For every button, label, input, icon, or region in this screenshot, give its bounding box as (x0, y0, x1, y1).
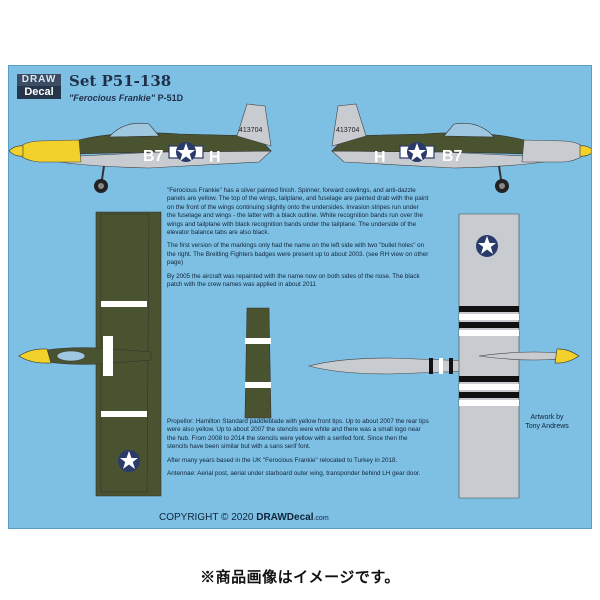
notes-text: Propellor: Hamilton Standard paddleblade… (167, 418, 429, 483)
decal-sheet: DRAW Decal Set P51-138 "Ferocious Franki… (8, 65, 592, 529)
description-text: "Ferocious Frankie" has a silver painted… (167, 187, 429, 294)
code-letters-right-b: B7 (442, 148, 463, 165)
description-paragraph: "Ferocious Frankie" has a silver painted… (167, 187, 429, 237)
right-profile-view: 413704 H B7 (331, 103, 591, 193)
underside-plan-view (458, 213, 580, 499)
copyright-prefix: COPYRIGHT © 2020 (159, 512, 254, 523)
description-paragraph: By 2005 the aircraft was repainted with … (167, 272, 420, 289)
code-letters-left-a: B7 (143, 148, 164, 165)
notes-paragraph: Propellor: Hamilton Standard paddleblade… (167, 418, 429, 451)
image-caption: ※商品画像はイメージです。 (200, 569, 400, 586)
logo-top-text: DRAW (17, 74, 61, 86)
copyright-domain: .com (313, 515, 329, 522)
artwork-credit: Artwork by Tony Andrews (509, 413, 585, 431)
tail-serial-right: 413704 (336, 127, 359, 134)
set-title: Set P51-138 (69, 72, 172, 90)
notes-paragraph: Antennae: Aerial post, aerial under star… (167, 470, 421, 478)
aircraft-model: P-51D (157, 93, 184, 103)
left-profile-view: 413704 B7 H (9, 103, 272, 193)
copyright-brand: DRAWDecal (256, 512, 314, 523)
subtitle: "Ferocious Frankie" P-51D (69, 93, 183, 103)
logo-bottom-text: Decal (17, 86, 61, 99)
top-plan-view (17, 211, 162, 497)
tailplane-top-view (244, 307, 272, 419)
underside-fuselage-view (307, 357, 500, 375)
credit-line: Artwork by (530, 414, 564, 421)
drawdecal-logo: DRAW Decal (17, 74, 61, 100)
code-letters-left-b: H (209, 149, 221, 166)
aircraft-name: "Ferocious Frankie" (69, 93, 156, 103)
credit-name: Tony Andrews (525, 423, 569, 430)
tail-serial-left: 413704 (239, 127, 262, 134)
description-paragraph: The first version of the markings only h… (167, 242, 429, 267)
notes-paragraph: After many years based in the UK "Feroci… (167, 456, 398, 464)
copyright-line: COPYRIGHT © 2020 DRAWDecal.com (159, 512, 459, 523)
code-letters-right-a: H (374, 149, 386, 166)
